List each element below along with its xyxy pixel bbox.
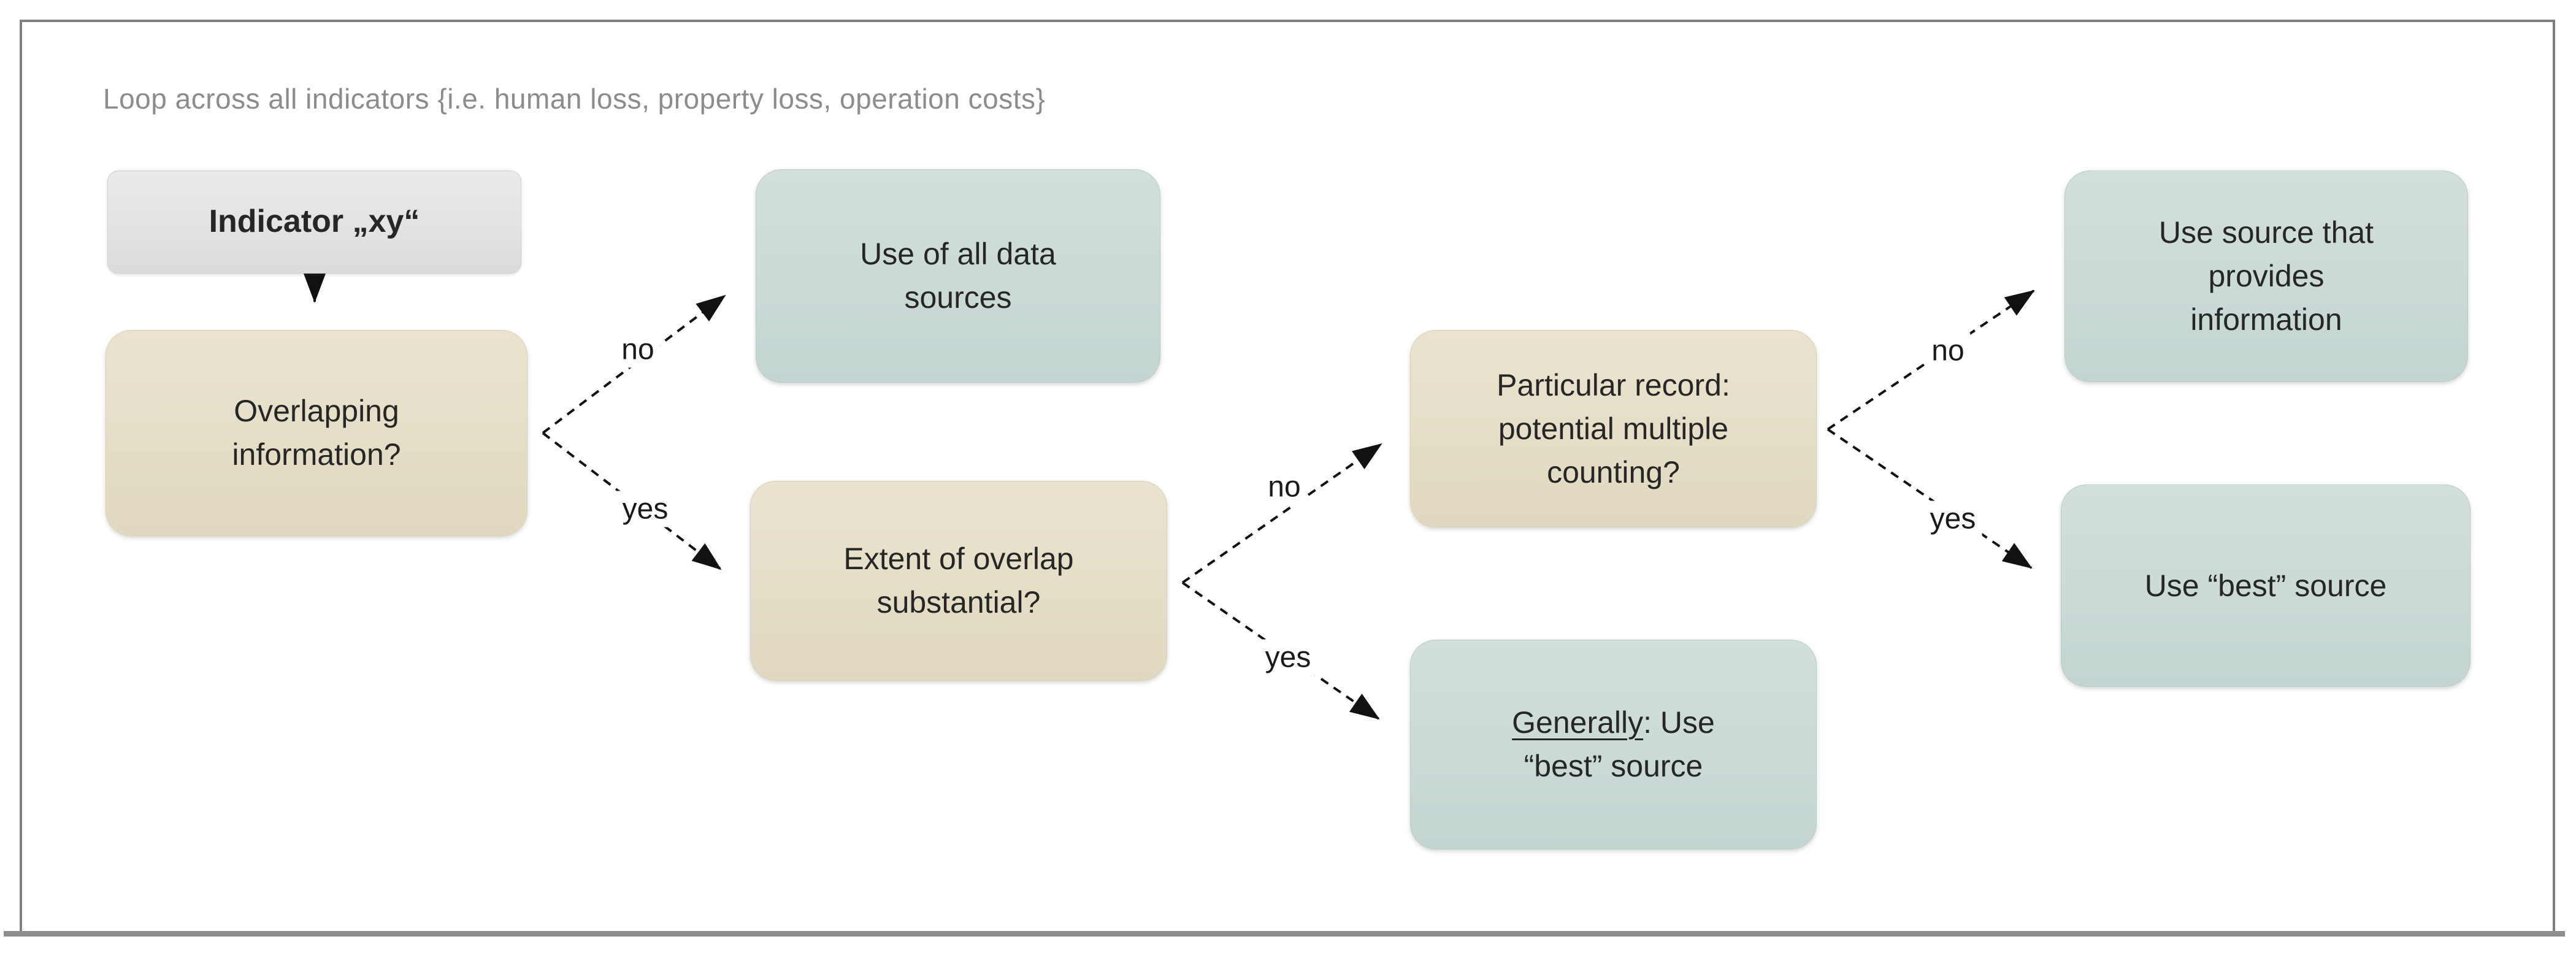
node-use-best-source: Use “best” source xyxy=(2061,485,2471,687)
node-use-source-provides-label: Use source that provides information xyxy=(2158,215,2374,337)
edge-label-particular-no: no xyxy=(1925,332,1971,369)
node-use-all-data-sources: Use of all data sources xyxy=(756,169,1160,383)
node-extent-overlap-label: Extent of overlap substantial? xyxy=(843,542,1074,619)
edge-label-particular-yes: yes xyxy=(1923,500,1982,537)
node-generally-underlined-word: Generally xyxy=(1512,705,1644,740)
node-generally-use-best-source: Generally: Use “best” source xyxy=(1410,640,1817,849)
node-use-source-that-provides-information: Use source that provides information xyxy=(2064,171,2468,382)
node-indicator-xy-label: Indicator „xy“ xyxy=(209,204,420,240)
node-indicator-xy: Indicator „xy“ xyxy=(107,171,521,274)
node-use-all-sources-label: Use of all data sources xyxy=(860,237,1056,315)
node-extent-of-overlap: Extent of overlap substantial? xyxy=(750,481,1167,681)
edge-label-extent-no: no xyxy=(1262,469,1307,505)
edge-label-overlapping-yes: yes xyxy=(616,491,675,527)
node-overlapping-label: Overlapping information? xyxy=(232,394,401,472)
node-particular-record: Particular record: potential multiple co… xyxy=(1410,330,1817,527)
edge-label-overlapping-no: no xyxy=(615,331,661,368)
loop-caption: Loop across all indicators {i.e. human l… xyxy=(103,83,1046,115)
bottom-rule xyxy=(4,931,2565,937)
node-use-best-source-label: Use “best” source xyxy=(2144,568,2387,603)
node-overlapping-information: Overlapping information? xyxy=(105,330,527,536)
node-generally-best-label: Generally: Use “best” source xyxy=(1512,701,1715,788)
edge-label-extent-yes: yes xyxy=(1259,639,1317,676)
node-particular-record-label: Particular record: potential multiple co… xyxy=(1497,367,1730,489)
node-generally-rest: : Use “best” source xyxy=(1524,705,1715,783)
